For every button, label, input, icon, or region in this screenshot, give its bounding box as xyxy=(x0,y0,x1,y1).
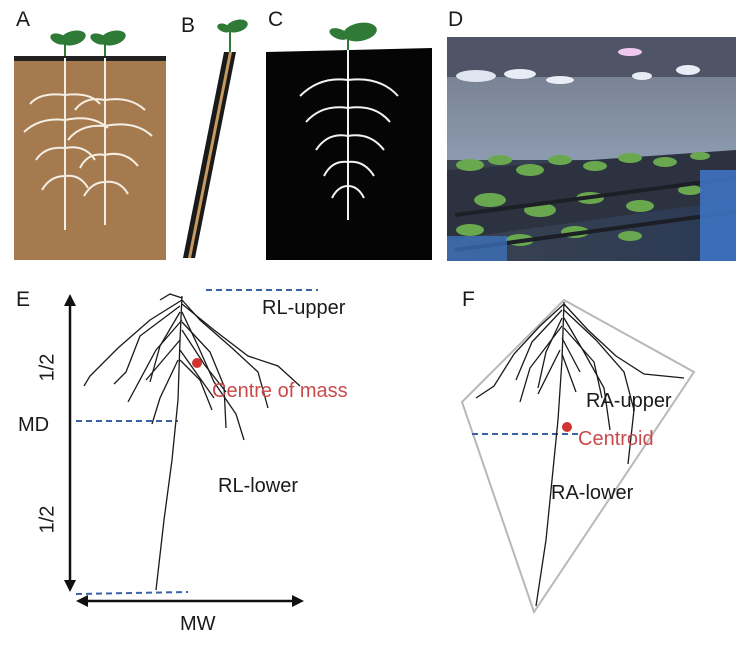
panel-label-d: D xyxy=(448,8,464,31)
panel-label-e: E xyxy=(16,288,31,311)
convex-hull xyxy=(460,298,696,615)
seedling-right xyxy=(90,30,126,56)
max-depth-line xyxy=(75,591,189,595)
panel-a-illustration xyxy=(14,30,166,260)
panel-label-c: C xyxy=(268,8,284,31)
seedling-c xyxy=(329,22,377,50)
half-top-label: 1/2 xyxy=(36,353,59,382)
panel-d-photo xyxy=(447,37,736,261)
panel-f-diagram xyxy=(460,298,696,615)
soil-surface xyxy=(14,56,166,61)
root-trace-c xyxy=(299,50,399,220)
rhizobox-soil-strip xyxy=(188,52,232,258)
panel-c-illustration xyxy=(266,22,432,260)
panel-label-f: F xyxy=(462,288,475,311)
half-bottom-label: 1/2 xyxy=(36,505,59,534)
ra-upper-label: RA-upper xyxy=(586,390,672,412)
root-system-right xyxy=(67,58,153,225)
panel-b-illustration xyxy=(183,19,248,258)
mw-label: MW xyxy=(180,613,216,635)
panel-label-a: A xyxy=(16,8,31,31)
panel-e-diagram xyxy=(64,289,318,607)
rl-upper-label: RL-upper xyxy=(262,297,346,319)
centre-of-mass-dot xyxy=(192,358,202,368)
root-trace-f xyxy=(475,301,685,607)
rl-lower-label: RL-lower xyxy=(218,475,299,497)
md-label: MD xyxy=(18,414,50,436)
root-system-left xyxy=(23,58,109,230)
soil-box xyxy=(14,60,166,260)
centroid-label: Centroid xyxy=(578,428,654,450)
root-trace-e xyxy=(83,293,301,591)
centre-of-mass-label: Centre of mass xyxy=(212,380,348,402)
centroid-dot xyxy=(562,422,572,432)
seedling-b xyxy=(217,19,248,52)
panel-label-b: B xyxy=(181,14,196,37)
seedling-left xyxy=(50,30,86,56)
ra-lower-label: RA-lower xyxy=(551,482,634,504)
